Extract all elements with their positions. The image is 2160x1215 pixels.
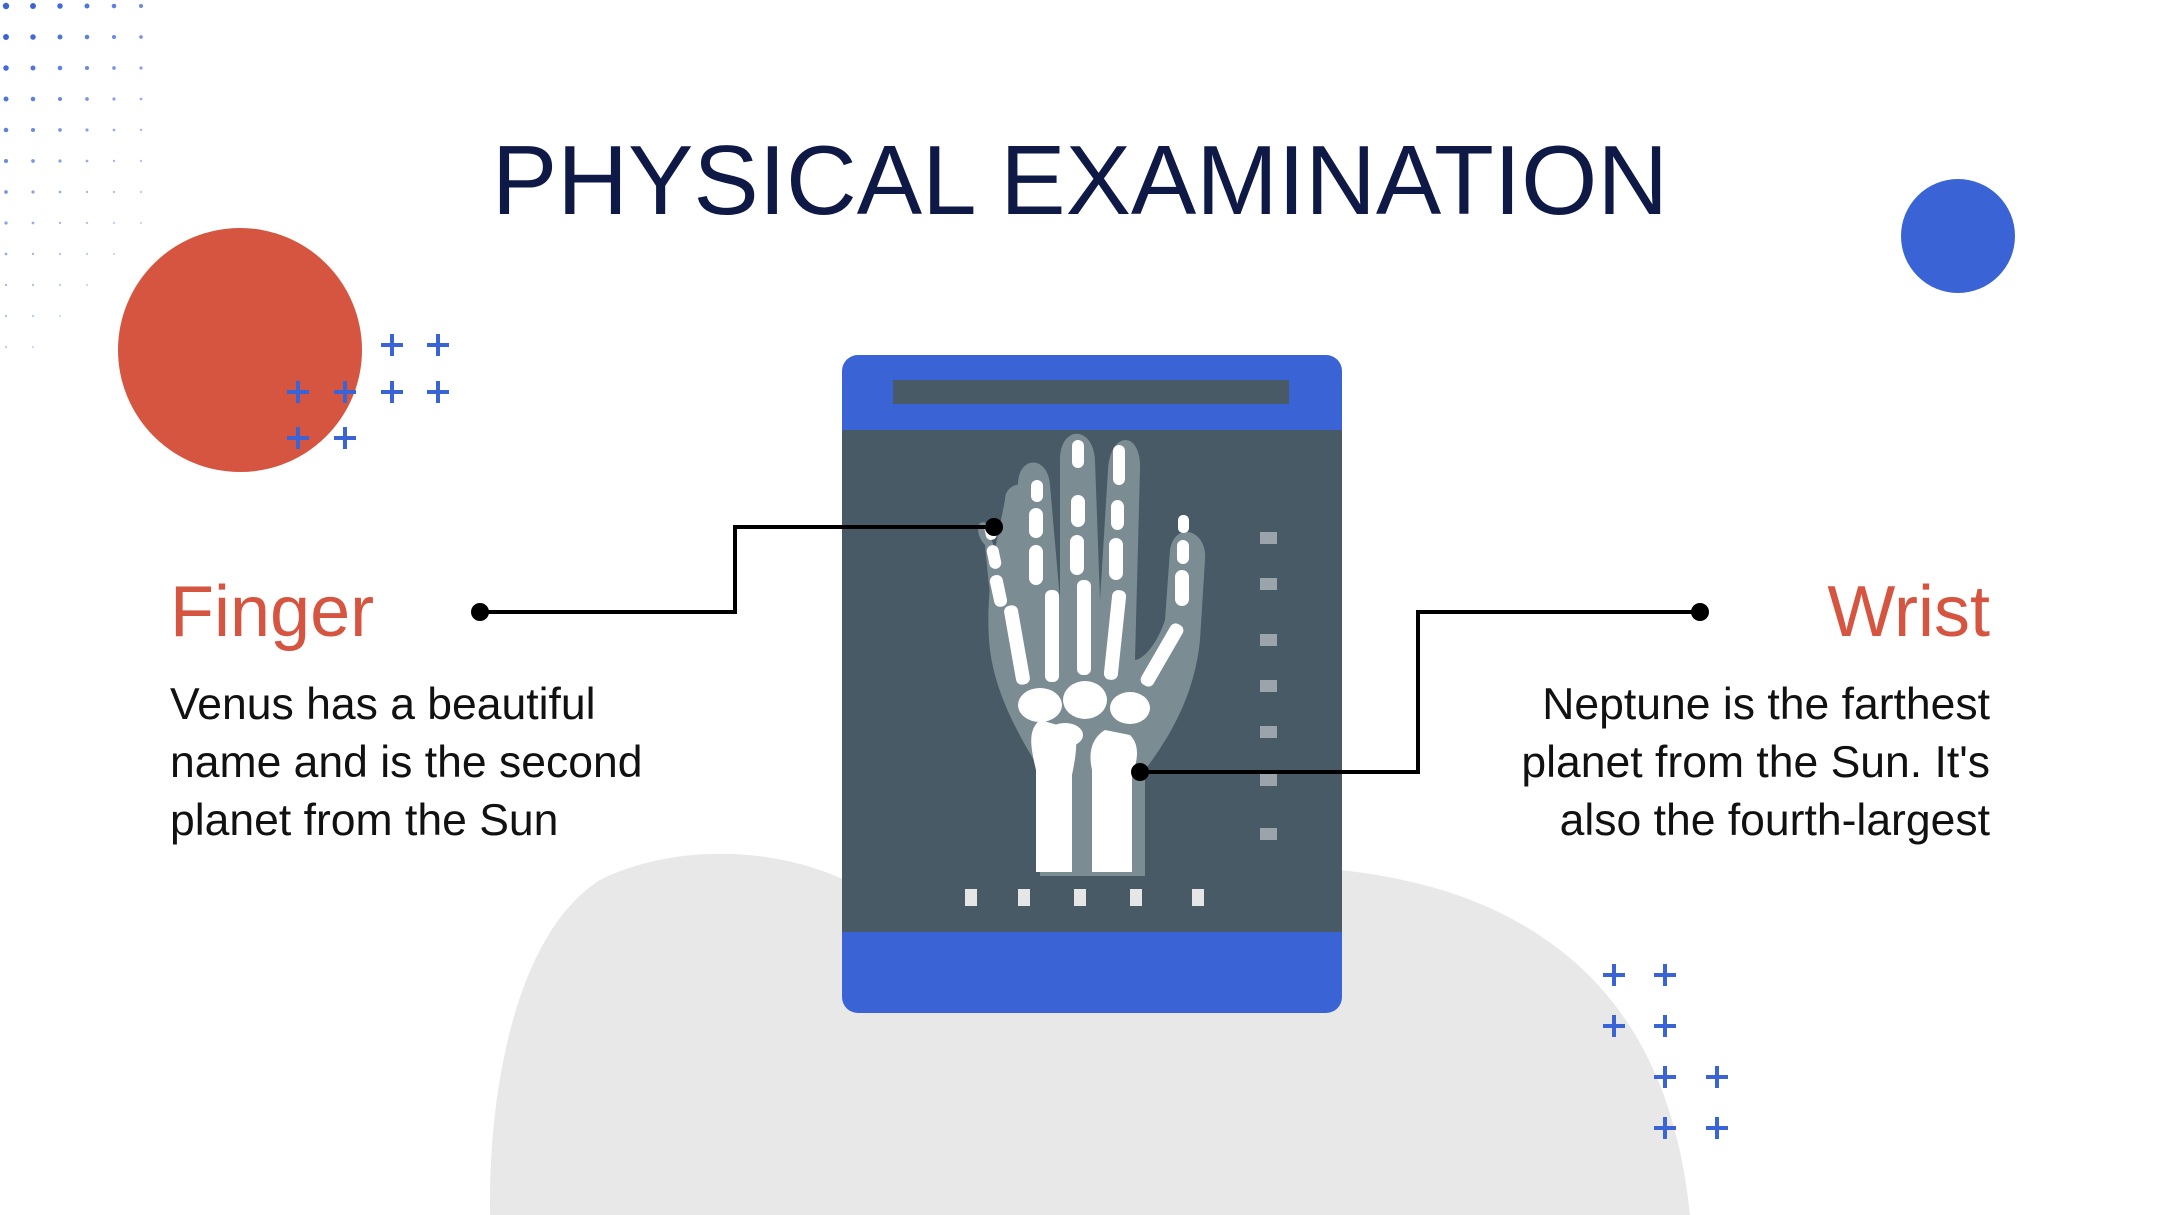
gray-blob-shape bbox=[489, 853, 1690, 1215]
wrist-description-line: also the fourth-largest bbox=[1559, 796, 1990, 845]
plus-group-left bbox=[287, 334, 449, 449]
finger-connector-end-dot bbox=[985, 518, 1003, 536]
ruler-marks-horizontal bbox=[965, 889, 1204, 906]
finger-heading: Finger bbox=[170, 572, 375, 652]
finger-description: Venus has a beautiful name and is the se… bbox=[170, 676, 730, 850]
xray-top-bar bbox=[893, 380, 1289, 404]
finger-description-line: planet from the Sun bbox=[170, 796, 559, 845]
wrist-description-line: Neptune is the farthest bbox=[1542, 680, 1990, 729]
finger-description-line: Venus has a beautiful bbox=[170, 680, 596, 729]
finger-connector-line bbox=[480, 525, 994, 614]
finger-description-line: name and is the second bbox=[170, 738, 643, 787]
dot-grid bbox=[2, 2, 144, 349]
page-title: PHYSICAL EXAMINATION bbox=[491, 125, 1669, 235]
hand-silhouette bbox=[978, 433, 1206, 876]
hand-bones bbox=[984, 440, 1189, 872]
finger-connector-start-dot bbox=[471, 603, 489, 621]
plus-group-right bbox=[1603, 964, 1728, 1139]
blue-circle-shape bbox=[1901, 179, 2015, 293]
ruler-marks-vertical bbox=[1260, 532, 1277, 840]
wrist-connector-start-dot bbox=[1691, 603, 1709, 621]
wrist-connector-end-dot bbox=[1131, 763, 1149, 781]
wrist-connector-line bbox=[1140, 610, 1700, 774]
red-circle-shape bbox=[118, 228, 362, 472]
wrist-heading: Wrist bbox=[1827, 572, 1990, 652]
wrist-description-line: planet from the Sun. It's bbox=[1521, 738, 1990, 787]
wrist-description: Neptune is the farthest planet from the … bbox=[1430, 676, 1990, 850]
